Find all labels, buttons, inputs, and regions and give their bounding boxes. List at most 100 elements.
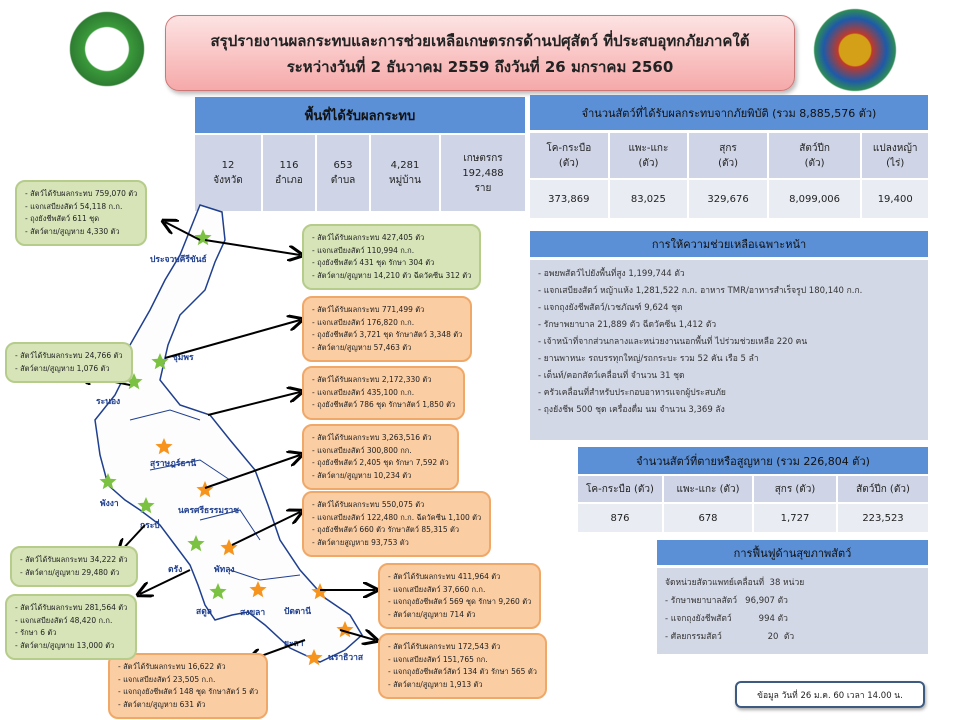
star-marker-icon bbox=[311, 583, 329, 600]
recovery-header: การฟื้นฟูด้านสุขภาพสัตว์ bbox=[657, 540, 928, 565]
callout-line: - สัตว์ตาย/สูญหาย 4,330 ตัว bbox=[25, 226, 120, 236]
star-marker-icon bbox=[249, 581, 267, 598]
assistance-item: - อพยพสัตว์ไปยังพื้นที่สูง 1,199,744 ตัว bbox=[538, 269, 685, 279]
callout-line: - สัตว์ได้รับผลกระทบ 759,070 ตัว bbox=[25, 189, 138, 198]
callout-arrow bbox=[140, 569, 191, 594]
callout-arrow bbox=[207, 392, 300, 416]
province-label: ชุมพร bbox=[172, 353, 194, 363]
area-value: 653 bbox=[333, 160, 353, 171]
data-date-note: ข้อมูล วันที่ 26 ม.ค. 60 เวลา 14.00 น. bbox=[735, 681, 925, 708]
callout-songkhla: - สัตว์ได้รับผลกระทบ 550,075 ตัว- แจกเสบ… bbox=[302, 491, 492, 557]
column-header-line: แปลงหญ้า bbox=[872, 142, 918, 154]
callout-chumphon: - สัตว์ได้รับผลกระทบ 427,405 ตัว- แจกเสบ… bbox=[302, 224, 482, 290]
callout-line: - แจกเสบียงสัตว์ 435,100 ก.ก. bbox=[312, 387, 415, 397]
callout-line: - สัตว์ได้รับผลกระทบ 771,499 ตัว bbox=[312, 305, 425, 314]
callout-arrow bbox=[339, 630, 375, 640]
callout-line: - สัตว์ตาย/สูญหาย 1,913 ตัว bbox=[388, 679, 483, 689]
column-header-line: (ตัว) bbox=[558, 157, 579, 169]
callout-line: - สัตว์ได้รับผลกระทบ 3,263,516 ตัว bbox=[312, 433, 432, 442]
province-borders bbox=[129, 409, 301, 581]
star-marker-icon bbox=[151, 353, 169, 370]
affected-column-header: แปลงหญ้า (ไร่) bbox=[862, 133, 929, 178]
callout-arrow bbox=[204, 239, 300, 255]
column-header-line: (ไร่) bbox=[886, 157, 905, 169]
province-label: สตูล bbox=[196, 607, 212, 617]
column-header-line: (ตัว) bbox=[718, 157, 738, 169]
callout-arrow bbox=[165, 222, 201, 241]
star-marker-icon bbox=[209, 583, 227, 600]
star-marker-icon bbox=[187, 535, 205, 552]
star-marker-icon bbox=[137, 497, 155, 514]
area-unit: ตำบล bbox=[330, 175, 356, 186]
callout-line: - แจกถุงยังชีพสัตว์สัตว์ 134 ตัว รักษา 5… bbox=[388, 667, 537, 676]
assistance-item: - แจกเสบียงสัตว์ หญ้าแห้ง 1,281,522 ก.ก.… bbox=[538, 286, 863, 296]
assistance-item: - ถุงยังชีพ 500 ชุด เครื่องดื่ม นม จำนวน… bbox=[538, 405, 725, 415]
report-title: สรุปรายงานผลกระทบและการช่วยเหลือเกษตรกรด… bbox=[165, 15, 795, 91]
callout-trang: - สัตว์ได้รับผลกระทบ 281,564 ตัว- แจกเสบ… bbox=[5, 594, 138, 660]
callout-line: - สัตว์ได้รับผลกระทบ 2,172,330 ตัว bbox=[312, 375, 432, 384]
dead-header: จำนวนสัตว์ที่ตายหรือสูญหาย (รวม 226,804 … bbox=[578, 447, 928, 474]
affected-column-header: สุกร (ตัว) bbox=[689, 133, 767, 178]
area-value: 192,488 bbox=[462, 167, 504, 179]
callout-pattani: - สัตว์ได้รับผลกระทบ 411,964 ตัว - แจกเสบ… bbox=[378, 563, 542, 629]
callout-line: - แจกเสบียงสัตว์ 37,660 ก.ก. bbox=[388, 584, 486, 594]
callout-line: - ถุงยังชีพสัตว์ 611 ชุด bbox=[25, 214, 100, 223]
callout-line: - แจกเสบียงสัตว์ 54,118 ก.ก. bbox=[25, 201, 123, 211]
province-label: สงขลา bbox=[240, 608, 266, 618]
affected-value: 8,099,006 bbox=[768, 180, 861, 218]
callout-line: - แจกเสบียงสัตว์ 110,994 ก.ก. bbox=[312, 245, 415, 255]
callout-line: - แจกเสบียงสัตว์ 300,800 กก. bbox=[312, 445, 412, 455]
province-label: กระบี่ bbox=[140, 521, 160, 531]
column-header-line: โค-กระบือ bbox=[546, 142, 592, 154]
map-landmass bbox=[94, 204, 363, 663]
callout-line: - สัตว์ได้รับผลกระทบ 16,622 ตัว bbox=[118, 662, 226, 671]
affected-column-header: โค-กระบือ (ตัว) bbox=[530, 133, 608, 178]
province-label: พังงา bbox=[100, 499, 119, 509]
callout-nakhon: - สัตว์ได้รับผลกระทบ 2,172,330 ตัว - แจกเ… bbox=[302, 366, 466, 420]
column-header-line: สุกร bbox=[719, 142, 737, 154]
callout-prachuap: - สัตว์ได้รับผลกระทบ 759,070 ตัว - แจกเสบ… bbox=[15, 180, 148, 246]
emblem-logo bbox=[808, 8, 902, 92]
star-marker-icon bbox=[194, 229, 212, 246]
area-unit: จังหวัด bbox=[213, 175, 243, 186]
star-marker-icon bbox=[125, 373, 143, 390]
province-label: สุราษฎร์ธานี bbox=[150, 459, 197, 469]
affected-value: 373,869 bbox=[530, 180, 608, 218]
callout-line: - แจกเสบียงสัตว์ 151,765 กก. bbox=[388, 654, 488, 664]
department-logo bbox=[62, 8, 152, 90]
callout-line: - แจกเสบียงสัตว์ 48,420 ก.ก. bbox=[15, 615, 113, 625]
dead-column-header: สัตว์ปีก (ตัว) bbox=[838, 476, 928, 502]
callout-line: - ถุงยังชีพสัตว์ 786 ชุด รักษาสัตว์ 1,85… bbox=[312, 400, 456, 409]
callout-line: - แจกเสบียงสัตว์ 122,480 ก.ก. ฉีดวัคซีน … bbox=[312, 512, 482, 522]
affected-column-header: แพะ-แกะ(ตัว) bbox=[609, 133, 688, 178]
province-label: ตรัง bbox=[168, 565, 183, 575]
title-line-1: สรุปรายงานผลกระทบและการช่วยเหลือเกษตรกรด… bbox=[210, 32, 750, 50]
callout-line: - สัตว์ได้รับผลกระทบ 411,964 ตัว bbox=[388, 572, 501, 581]
callout-arrow bbox=[164, 320, 300, 359]
area-label: เกษตรกร bbox=[463, 152, 503, 164]
callout-line: - สัตว์ตาย/สูญหาย 1,076 ตัว bbox=[15, 363, 110, 373]
callout-line: - สัตว์ตาย/สูญหาย 29,480 ตัว bbox=[20, 567, 120, 577]
assistance-item: - รักษาพยาบาล 21,889 ตัว ฉีดวัคซีน 1,412… bbox=[538, 320, 717, 330]
callout-line: - สัตว์ตาย/สูญหาย 57,463 ตัว bbox=[312, 342, 412, 352]
column-header-line: (ตัว) bbox=[638, 157, 659, 169]
province-label: นครศรีธรรมราช bbox=[178, 506, 240, 516]
callout-line: - ถุงยังชีพสัตว์ 2,405 ชุด รักษา 7,592 ต… bbox=[312, 458, 449, 467]
dead-value: 876 bbox=[578, 504, 662, 532]
callout-line: - แจกถุงยังชีพสัตว์ 569 ชุด รักษา 9,260 … bbox=[388, 597, 532, 606]
affected-area-header: พื้นที่ได้รับผลกระทบ bbox=[195, 97, 525, 133]
callout-arrow bbox=[231, 512, 300, 546]
recovery-item: จัดหน่วยสัตวแพทย์เคลื่อนที่ 38 หน่วย bbox=[665, 578, 805, 588]
callout-line: - สัตว์ตาย/สูญหาย 14,210 ตัว ฉีดวัคซีน 3… bbox=[312, 270, 472, 280]
dead-column-header: โค-กระบือ (ตัว) bbox=[578, 476, 662, 502]
assistance-item: - ยานพาหนะ รถบรรทุกใหญ่/รถกระบะ รวม 52 ค… bbox=[538, 354, 759, 364]
immediate-assistance-panel: การให้ความช่วยเหลือเฉพาะหน้า - อพยพสัตว์… bbox=[530, 231, 928, 440]
province-label: นราธิวาส bbox=[328, 653, 364, 663]
callout-yala: - สัตว์ได้รับผลกระทบ 16,622 ตัว- แจกเสบี… bbox=[108, 653, 269, 719]
callout-line: - สัตว์ได้รับผลกระทบ 24,766 ตัว bbox=[15, 351, 123, 360]
recovery-item: - รักษาพยาบาลสัตว์ 96,907 ตัว bbox=[665, 596, 788, 606]
assistance-item: - แจกถุงยังชีพสัตว์/เวชภัณฑ์ 9,624 ชุด bbox=[538, 303, 683, 313]
